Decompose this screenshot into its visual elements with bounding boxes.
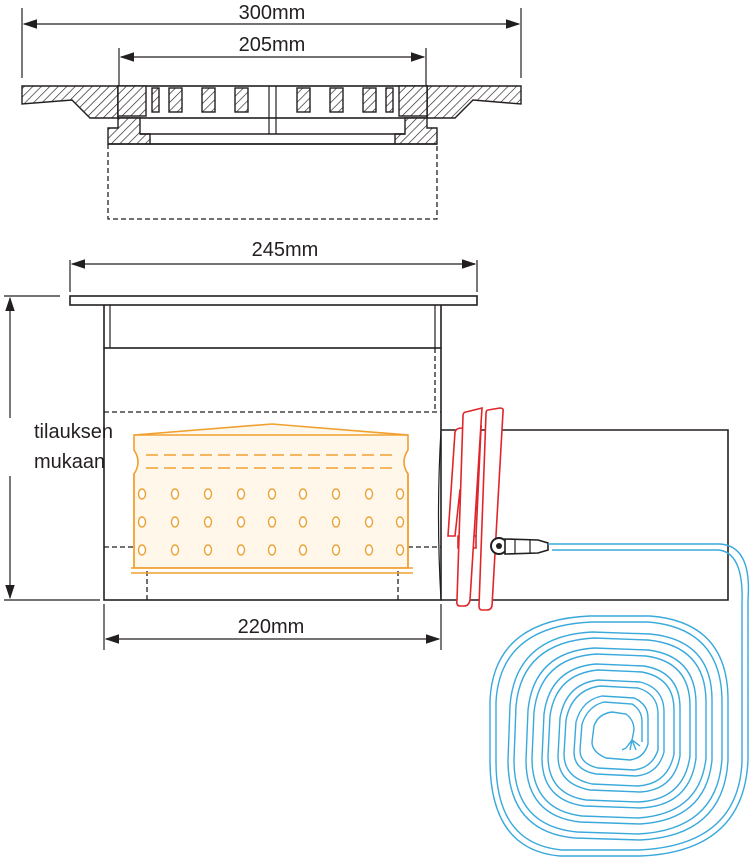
cable-connector: [490, 537, 549, 555]
dimension-205mm: 205mm: [118, 33, 427, 88]
basket-holes: [137, 488, 405, 556]
top-hidden-body: [107, 144, 438, 220]
grate-bars: [151, 86, 394, 134]
side-view: 245mm tilauksen mukaan: [0, 236, 750, 857]
rubber-seal-rings: [447, 406, 504, 611]
side-label-line2: mukaan: [34, 451, 105, 473]
grate-frame: [117, 85, 428, 119]
top-section-view: 300mm 205mm: [21, 0, 522, 220]
right-flange-section: [426, 85, 522, 119]
grate-left-rim: [117, 85, 147, 117]
grate-right-rim: [398, 85, 428, 117]
outlet-pipe: [437, 429, 729, 601]
heating-cable-coil: [489, 543, 750, 857]
dimension-300mm: 300mm: [21, 0, 522, 78]
drain-body: [103, 347, 442, 601]
dimension-label-205mm: 205mm: [239, 34, 306, 56]
dimension-label-245mm: 245mm: [252, 239, 319, 261]
left-collar-section: [107, 117, 151, 145]
dimension-height: tilauksen mukaan: [0, 295, 113, 601]
right-collar-section: [394, 117, 438, 145]
dimension-220mm: 220mm: [103, 604, 442, 650]
side-label-line1: tilauksen: [34, 421, 113, 443]
dimension-label-220mm: 220mm: [238, 616, 305, 638]
strainer-basket: [131, 423, 413, 574]
left-flange-section: [21, 85, 119, 119]
dimension-label-300mm: 300mm: [239, 2, 306, 24]
flange-plate: [69, 295, 478, 306]
dimension-245mm: 245mm: [69, 236, 478, 292]
